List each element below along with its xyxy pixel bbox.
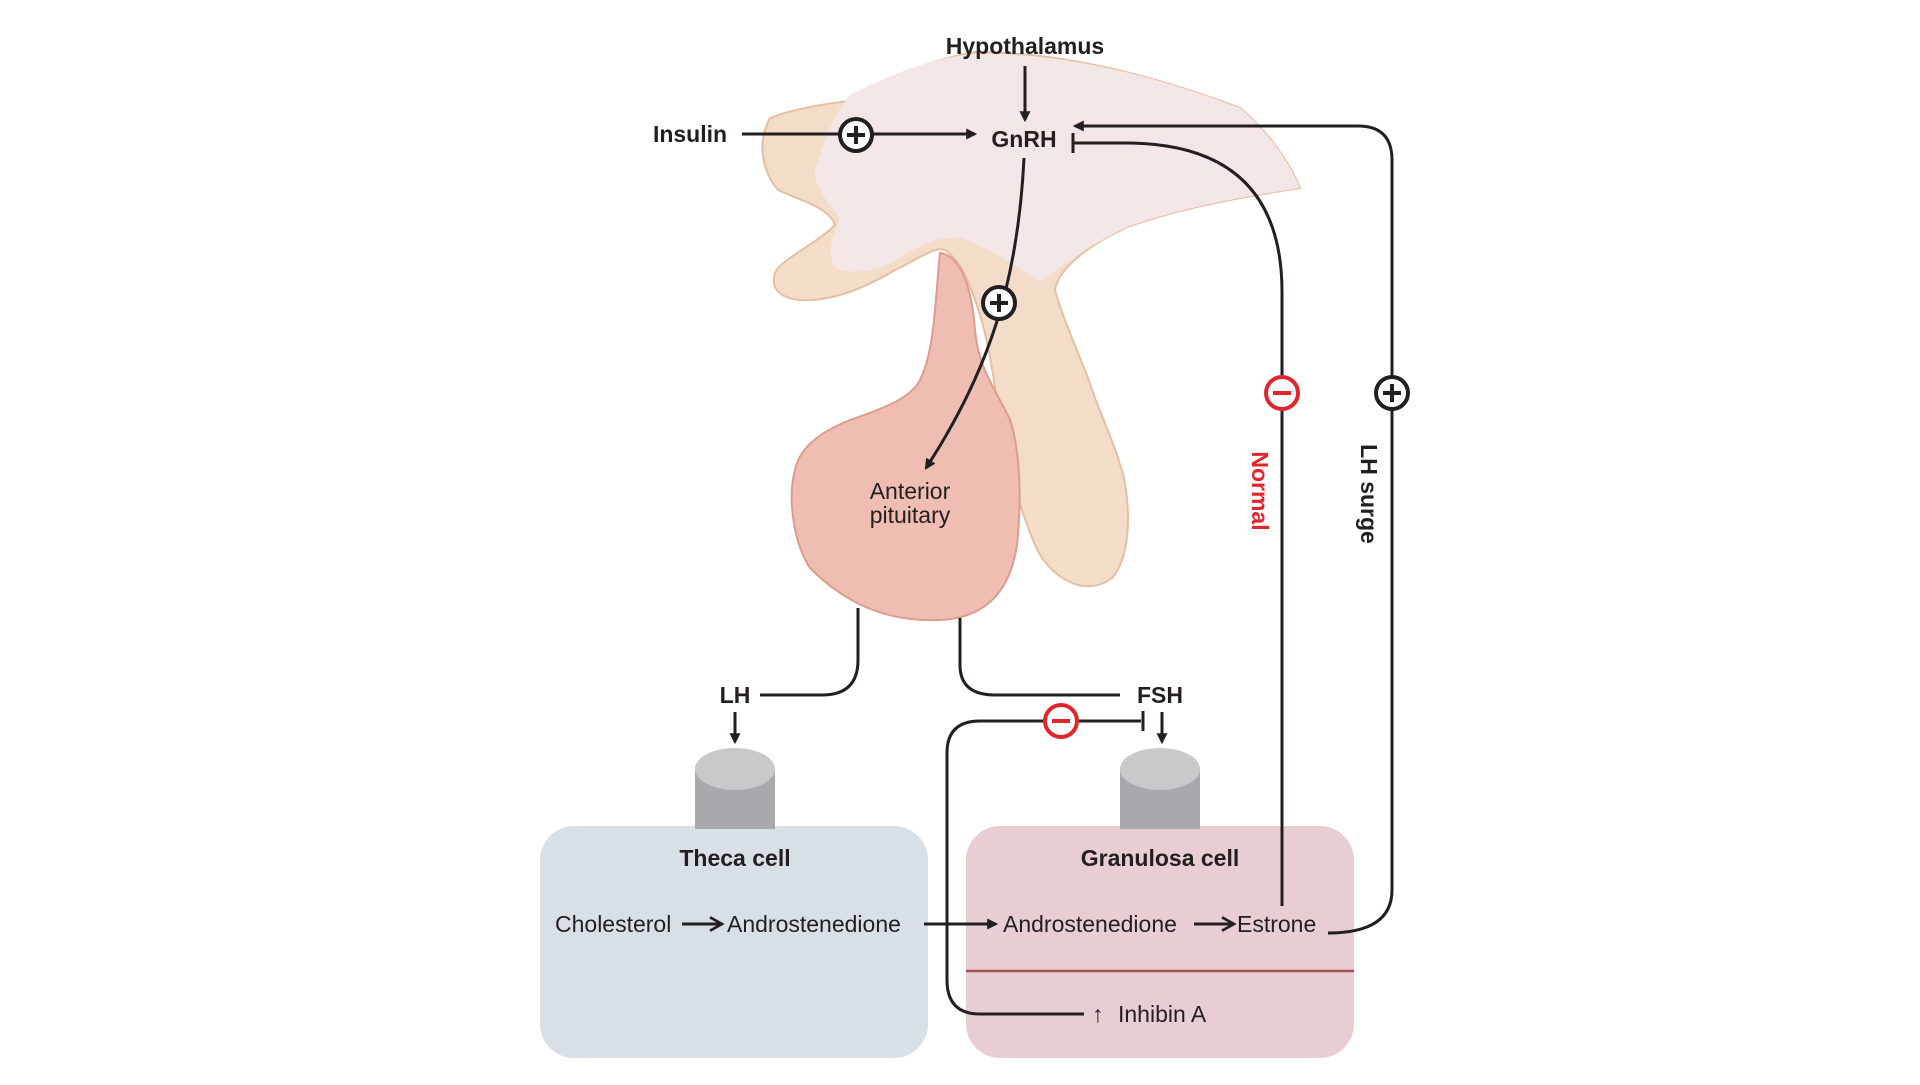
hypothalamus-region (814, 53, 1300, 283)
plus-circle-icon (981, 285, 1017, 321)
theca-cell-title: Theca cell (679, 845, 790, 871)
hypothalamus-label: Hypothalamus (946, 33, 1104, 59)
estrone-to-gnrh-surge-arrow (1072, 120, 1394, 935)
lh-surge-label: LH surge (1356, 444, 1382, 544)
plus-circle-icon (838, 117, 874, 153)
brain-illustration (761, 50, 1302, 622)
fsh-label: FSH (1137, 682, 1183, 708)
granulosa-cell-title: Granulosa cell (1081, 845, 1240, 871)
minus-circle-icon (1264, 375, 1300, 411)
anterior-pituitary-label-line1: Anterior (870, 478, 951, 504)
gnrh-label: GnRH (991, 126, 1056, 152)
gnrh-to-pituitary-arrow (924, 157, 1026, 470)
inhibin-up-arrow: ↑ (1092, 1001, 1104, 1027)
pituitary-to-fsh-line (958, 618, 1120, 697)
pathway-lines (682, 66, 1394, 1016)
theca-cell (540, 748, 928, 1058)
lh-label: LH (720, 682, 751, 708)
pituitary-to-lh-line (760, 608, 860, 697)
fsh-receptor (1120, 748, 1200, 829)
anterior-pituitary-shape (790, 251, 1021, 622)
plus-circle-icon (1374, 375, 1410, 411)
normal-feedback-label: Normal (1247, 451, 1273, 530)
theca-cell-body (540, 826, 928, 1058)
estrone-label: Estrone (1237, 911, 1316, 937)
inhibin-a-label: Inhibin A (1118, 1001, 1207, 1027)
inhibin-feedback-line (945, 719, 1141, 1016)
lh-receptor (695, 748, 775, 829)
granulosa-cell (966, 748, 1354, 1058)
estrone-to-gnrh-normal-line (1073, 141, 1284, 906)
cholesterol-label: Cholesterol (555, 911, 671, 937)
insulin-label: Insulin (653, 121, 727, 147)
anterior-pituitary-label-line2: pituitary (870, 502, 951, 528)
granulosa-cell-body (966, 826, 1354, 1058)
granulosa-androstenedione-label: Androstenedione (1003, 911, 1177, 937)
theca-androstenedione-label: Androstenedione (727, 911, 901, 937)
diagram-labels: Hypothalamus Insulin GnRH Anterior pitui… (555, 33, 1382, 1027)
minus-circle-icon (1043, 703, 1079, 739)
